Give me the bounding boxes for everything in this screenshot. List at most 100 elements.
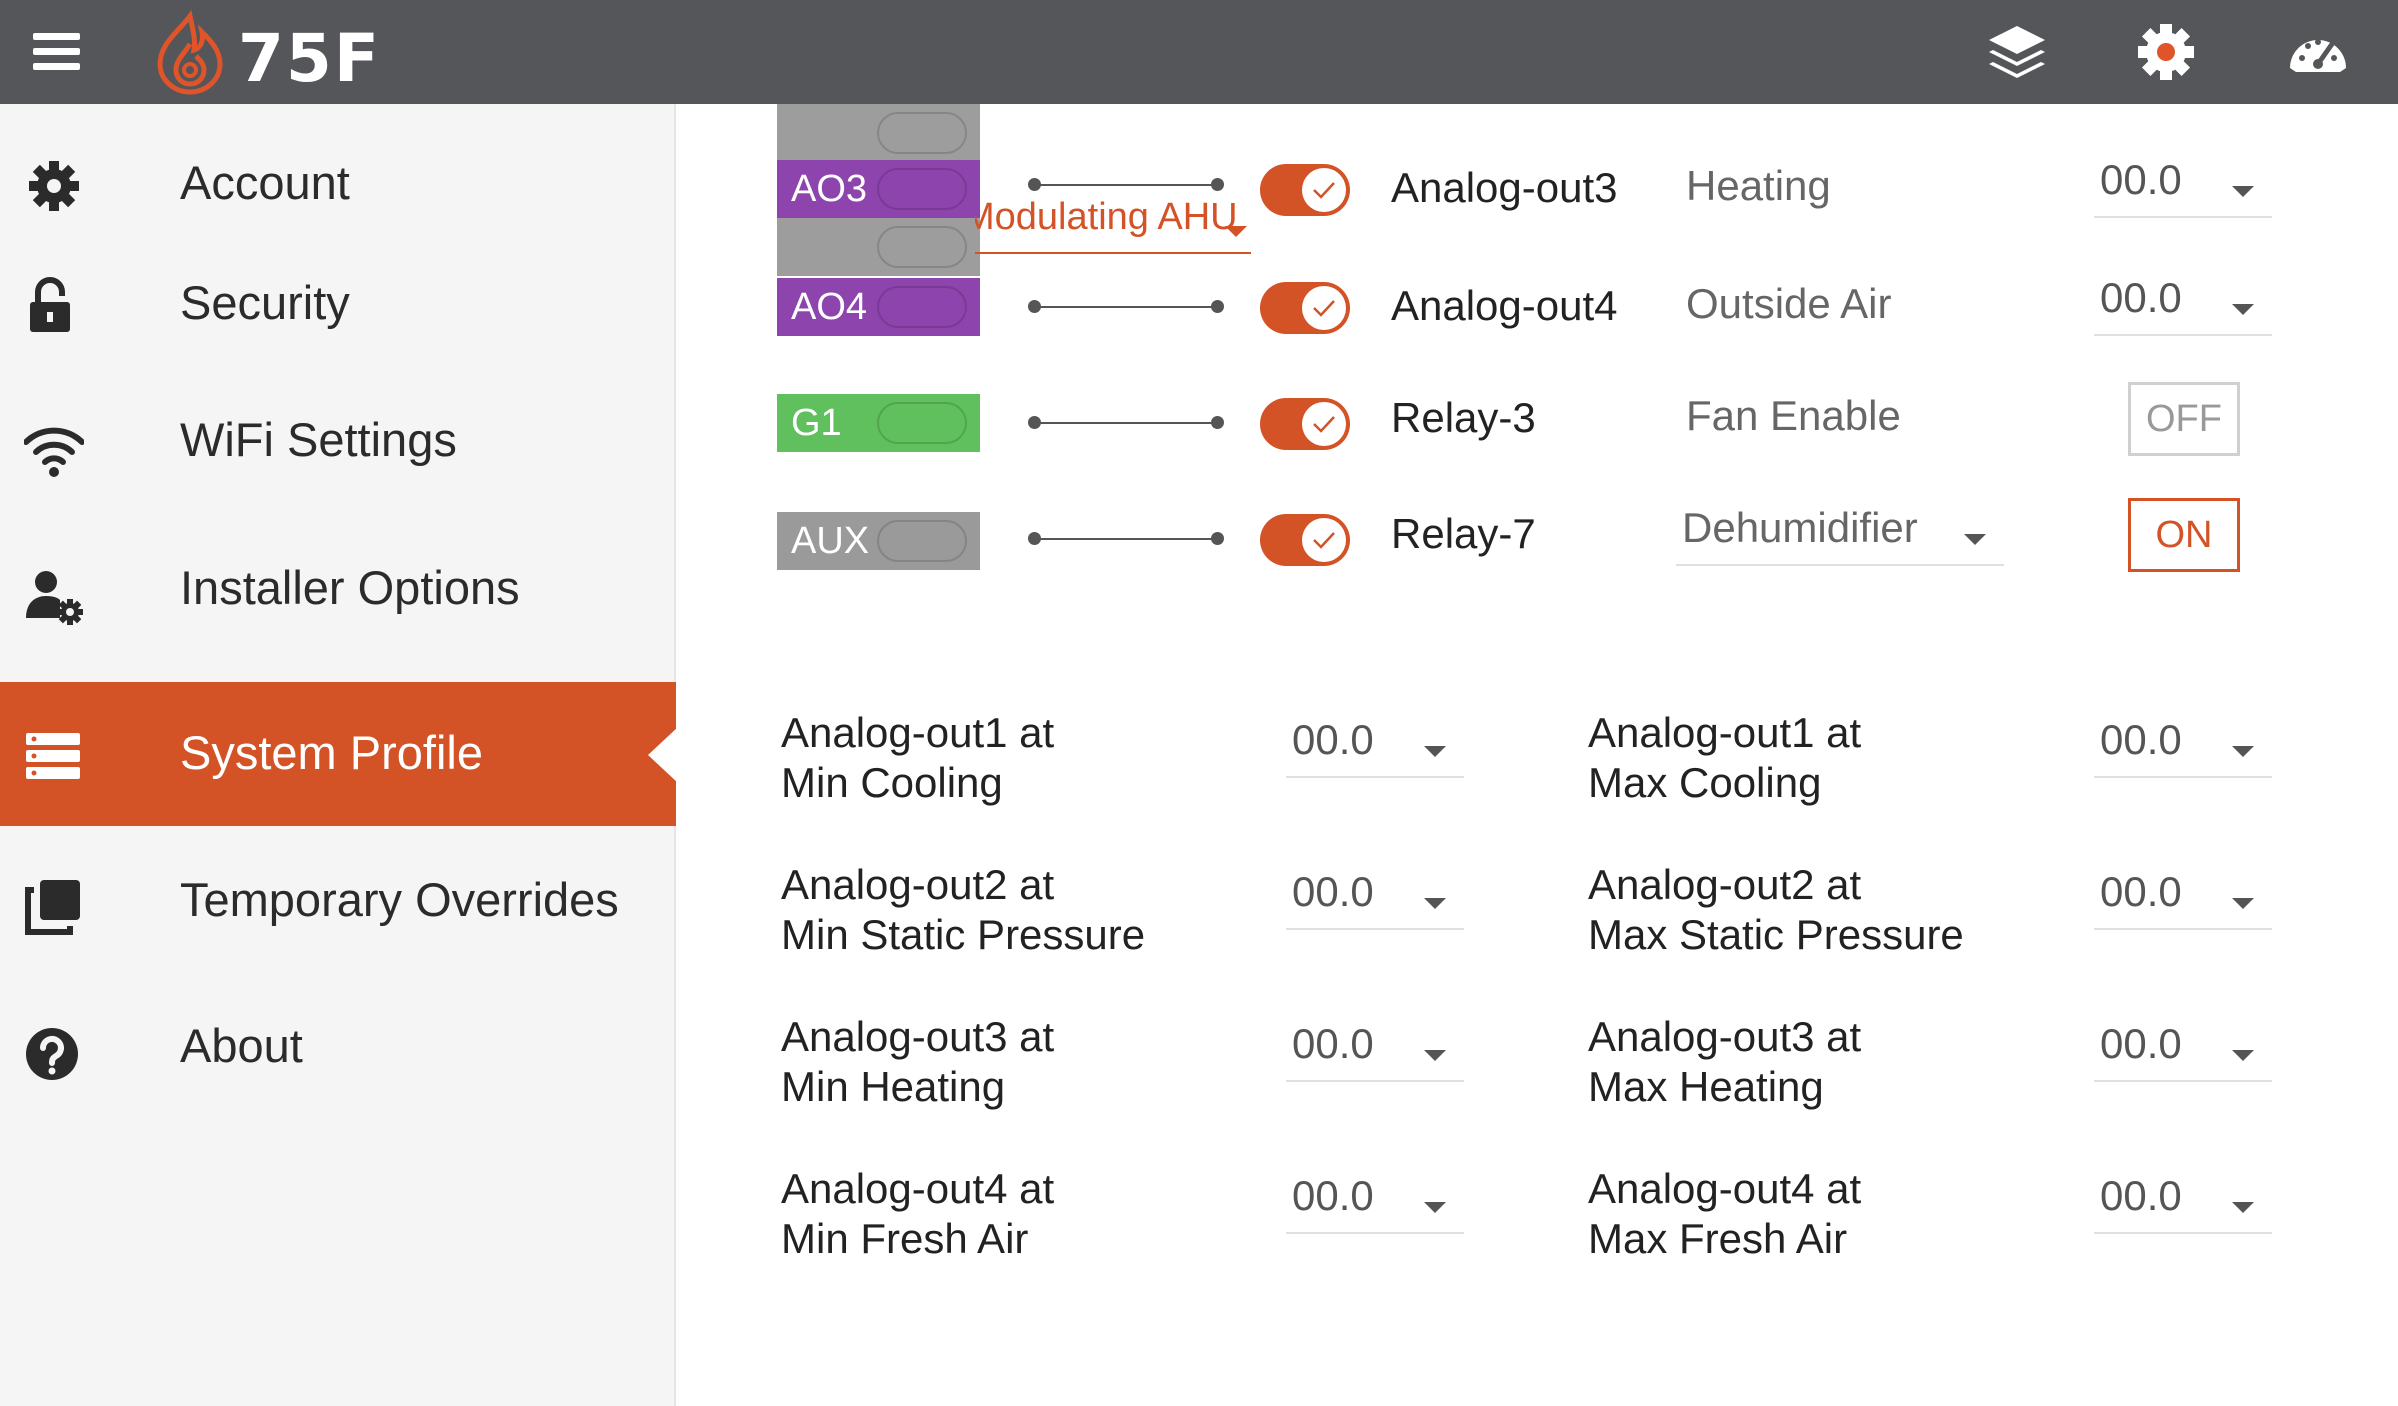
- chevron-down-icon: [1424, 898, 1446, 909]
- chevron-down-icon: [2232, 1202, 2254, 1213]
- analog-out3-max-select[interactable]: 00.0: [2094, 1016, 2272, 1082]
- settings-sidebar: Account Security WiFi Settings: [0, 104, 678, 1406]
- hamburger-menu-icon[interactable]: [33, 33, 80, 71]
- chevron-down-icon: [2232, 304, 2254, 315]
- brand-logo: 75F: [150, 10, 400, 97]
- sidebar-item-security[interactable]: Security: [0, 228, 676, 372]
- port-chip-ao3[interactable]: AO3: [777, 160, 980, 218]
- check-icon: [1313, 300, 1335, 317]
- analog-out2-max-label: Analog-out2 at Max Static Pressure: [1588, 860, 1964, 960]
- port-name-relay-3: Relay-3: [1391, 394, 1536, 441]
- label-line: Analog-out1 at: [1588, 709, 1862, 756]
- select-value: 00.0: [1292, 868, 1374, 915]
- analog-out4-min-select[interactable]: 00.0: [1286, 1168, 1464, 1234]
- sidebar-item-about[interactable]: About: [0, 984, 676, 1128]
- unlock-icon: [30, 277, 70, 332]
- analog-out4-max-label: Analog-out4 at Max Fresh Air: [1588, 1164, 1861, 1264]
- sidebar-item-label: Temporary Overrides: [180, 873, 619, 926]
- analog-out1-max-select[interactable]: 00.0: [2094, 712, 2272, 778]
- label-line: Min Cooling: [781, 759, 1003, 806]
- label-line: Analog-out4 at: [781, 1165, 1055, 1212]
- label-line: Analog-out3 at: [781, 1013, 1055, 1060]
- analog-out4-min-label: Analog-out4 at Min Fresh Air: [781, 1164, 1054, 1264]
- label-line: Max Heating: [1588, 1063, 1824, 1110]
- analog-out3-toggle[interactable]: [1260, 164, 1350, 216]
- sidebar-item-wifi-settings[interactable]: WiFi Settings: [0, 368, 676, 512]
- chevron-down-icon: [2232, 186, 2254, 197]
- fan-enable-off-button[interactable]: OFF: [2128, 382, 2240, 456]
- sidebar-item-label: WiFi Settings: [180, 413, 457, 466]
- port-connector-line: [1028, 532, 1224, 545]
- analog-out3-min-select[interactable]: 00.0: [1286, 1016, 1464, 1082]
- port-name-relay-7: Relay-7: [1391, 510, 1536, 557]
- chevron-down-icon: [1225, 226, 1247, 237]
- flame-logo-icon: [157, 10, 223, 95]
- chevron-down-icon: [2232, 1050, 2254, 1061]
- top-app-bar: 75F: [0, 0, 2398, 104]
- ahu-profile-value: Modulating AHU: [975, 196, 1238, 238]
- label-line: Max Fresh Air: [1588, 1215, 1848, 1262]
- port-function-heating: Heating: [1686, 162, 1831, 209]
- server-icon: [26, 733, 80, 779]
- analog-out3-value-select[interactable]: 00.0: [2094, 152, 2272, 218]
- port-connector-line: [1028, 178, 1224, 191]
- label-line: Max Cooling: [1588, 759, 1822, 806]
- chevron-down-icon: [2232, 746, 2254, 757]
- port-chip-g1[interactable]: G1: [777, 394, 980, 452]
- dashboard-gauge-icon[interactable]: [2286, 22, 2350, 82]
- select-value: 00.0: [2100, 156, 2182, 203]
- sidebar-item-temporary-overrides[interactable]: Temporary Overrides: [0, 830, 676, 974]
- chevron-down-icon: [1424, 1050, 1446, 1061]
- analog-out4-max-select[interactable]: 00.0: [2094, 1168, 2272, 1234]
- ahu-profile-select[interactable]: Modulating AHU: [975, 196, 1251, 254]
- analog-out2-max-select[interactable]: 00.0: [2094, 864, 2272, 930]
- select-value: 00.0: [1292, 1020, 1374, 1067]
- sidebar-item-account[interactable]: Account: [0, 104, 676, 248]
- sidebar-item-label: Security: [180, 276, 350, 329]
- select-value: 00.0: [2100, 1172, 2182, 1219]
- port-connector-line: [1028, 416, 1224, 429]
- check-icon: [1313, 182, 1335, 199]
- analog-out2-min-select[interactable]: 00.0: [1286, 864, 1464, 930]
- analog-out3-min-label: Analog-out3 at Min Heating: [781, 1012, 1054, 1112]
- settings-gear-icon[interactable]: [2134, 22, 2198, 82]
- sidebar-item-label: System Profile: [180, 726, 483, 779]
- port-function-fan-enable: Fan Enable: [1686, 392, 1901, 439]
- analog-out1-max-label: Analog-out1 at Max Cooling: [1588, 708, 1861, 808]
- label-line: Max Static Pressure: [1588, 911, 1964, 958]
- analog-out4-toggle[interactable]: [1260, 282, 1350, 334]
- select-value: 00.0: [2100, 868, 2182, 915]
- port-chip-aux[interactable]: AUX: [777, 512, 980, 570]
- sidebar-item-label: Account: [180, 156, 350, 209]
- analog-out3-max-label: Analog-out3 at Max Heating: [1588, 1012, 1861, 1112]
- port-chip-label: G1: [791, 402, 842, 444]
- analog-out2-min-label: Analog-out2 at Min Static Pressure: [781, 860, 1145, 960]
- port-chip-partial: [777, 104, 980, 160]
- system-profile-panel: AO3 Modulating AHU Analog-out3 Heating 0…: [676, 104, 2398, 1406]
- chevron-down-icon: [1424, 746, 1446, 757]
- active-item-pointer: [648, 727, 678, 783]
- layers-icon[interactable]: [1985, 22, 2049, 82]
- help-icon: [26, 1028, 78, 1080]
- dehumidifier-on-button[interactable]: ON: [2128, 498, 2240, 572]
- relay-7-function-select[interactable]: Dehumidifier: [1676, 500, 2004, 566]
- label-line: Min Heating: [781, 1063, 1006, 1110]
- sidebar-item-installer-options[interactable]: Installer Options: [0, 516, 676, 660]
- sidebar-item-system-profile[interactable]: System Profile: [0, 682, 678, 826]
- sidebar-item-label: Installer Options: [180, 561, 520, 614]
- port-name-analog-out3: Analog-out3: [1391, 164, 1618, 211]
- relay-3-toggle[interactable]: [1260, 398, 1350, 450]
- port-chip-label: AO3: [791, 168, 868, 210]
- analog-out1-min-select[interactable]: 00.0: [1286, 712, 1464, 778]
- check-icon: [1313, 532, 1335, 549]
- check-icon: [1313, 416, 1335, 433]
- sidebar-item-label: About: [180, 1019, 303, 1072]
- port-chip-ao4[interactable]: AO4: [777, 278, 980, 336]
- logo-text: 75F: [238, 20, 381, 97]
- relay-7-toggle[interactable]: [1260, 514, 1350, 566]
- user-gear-icon: [26, 571, 83, 625]
- select-value: 00.0: [1292, 716, 1374, 763]
- analog-out4-value-select[interactable]: 00.0: [2094, 270, 2272, 336]
- port-connector-line: [1028, 300, 1224, 313]
- port-chip-label: AO4: [791, 286, 868, 328]
